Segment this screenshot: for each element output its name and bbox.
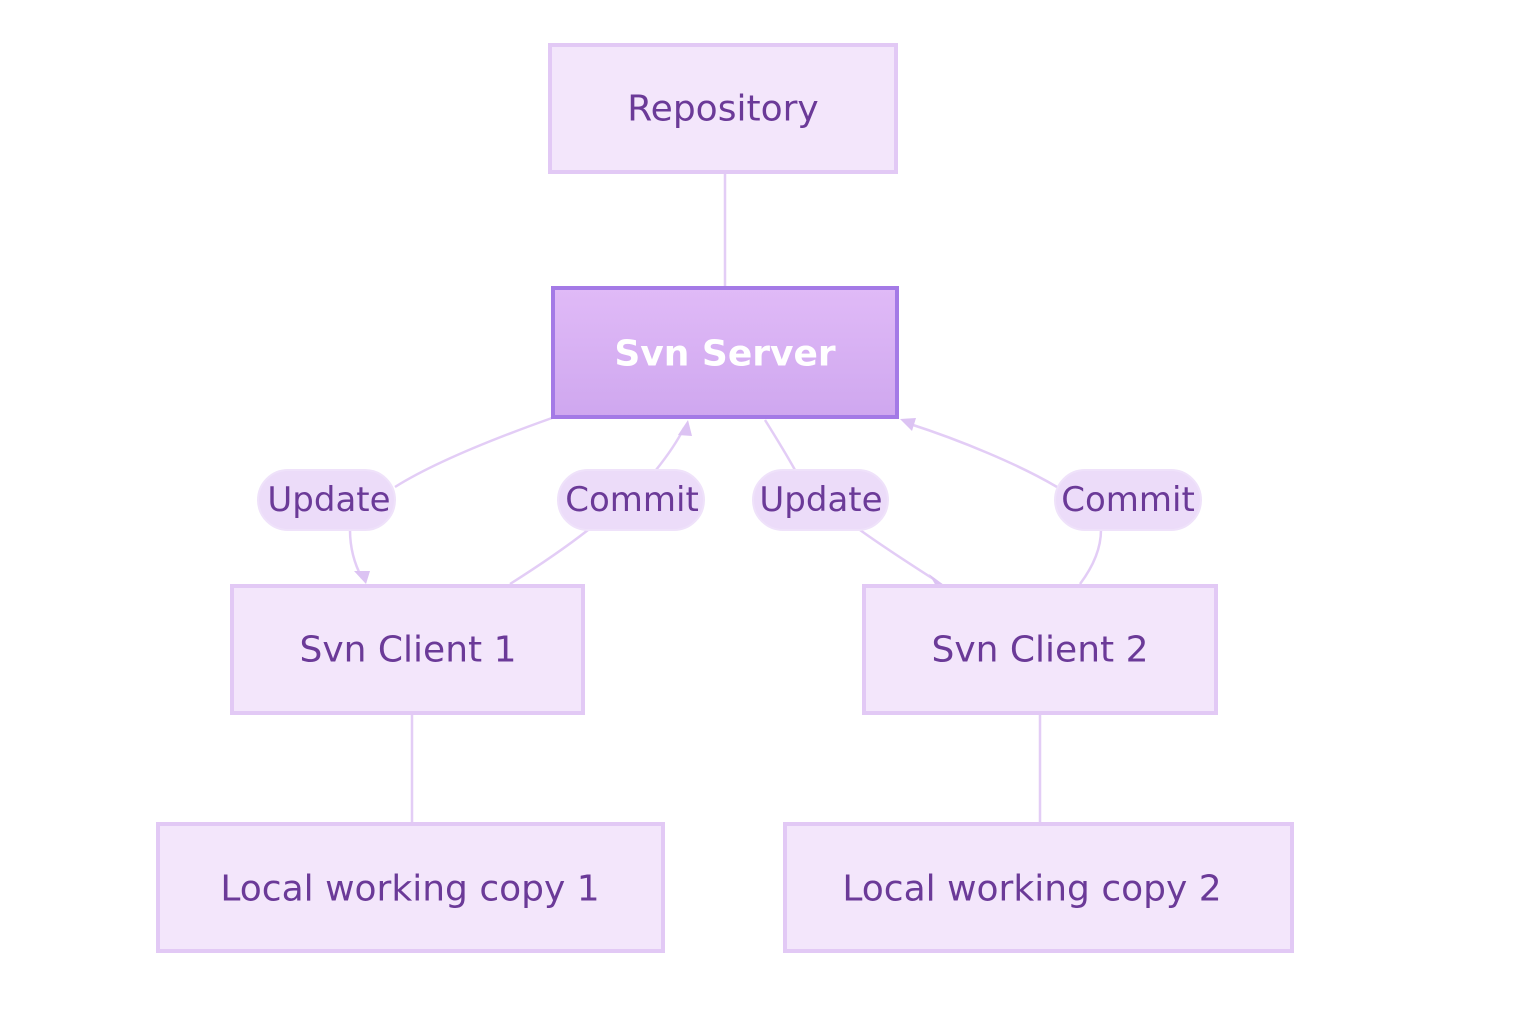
edge-label-commit-1-text: Commit [565,480,699,520]
edge-label-update-1-text: Update [267,480,390,520]
node-svn-server[interactable]: Svn Server [551,286,899,419]
edge-label-commit-2-text: Commit [1061,480,1195,520]
node-local-working-copy-1[interactable]: Local working copy 1 [156,822,665,953]
node-local-working-copy-2-label: Local working copy 2 [842,869,1221,910]
node-local-working-copy-2[interactable]: Local working copy 2 [783,822,1294,953]
edge-label-update-1: Update [257,469,396,531]
edge-label-commit-2: Commit [1054,469,1202,531]
node-svn-client-2-label: Svn Client 2 [932,630,1149,671]
edge-label-commit-1: Commit [557,469,705,531]
edge-commit-client1-lower [509,529,589,586]
arrowhead-update-client2 [929,574,944,586]
node-svn-client-1-label: Svn Client 1 [300,630,517,671]
edge-update-client1 [394,416,553,489]
node-svn-client-2[interactable]: Svn Client 2 [862,584,1218,715]
arrowhead-commit-client1 [678,420,692,436]
node-repository-label: Repository [627,89,818,130]
node-repository[interactable]: Repository [548,43,898,174]
node-local-working-copy-1-label: Local working copy 1 [220,869,599,910]
arrowhead-update-client1 [354,571,370,584]
edge-update-client2-lower [859,528,936,582]
arrowhead-commit-client2 [900,418,916,431]
node-svn-server-label: Svn Server [614,334,836,375]
edge-commit-client2-lower [1078,529,1103,585]
edge-update-client2-upper [763,419,797,471]
edge-label-update-2: Update [752,469,889,531]
edge-commit-client2-upper [909,422,1058,489]
node-svn-client-1[interactable]: Svn Client 1 [230,584,585,715]
edge-update-client1-lower [348,529,364,579]
edge-label-update-2-text: Update [759,480,882,520]
